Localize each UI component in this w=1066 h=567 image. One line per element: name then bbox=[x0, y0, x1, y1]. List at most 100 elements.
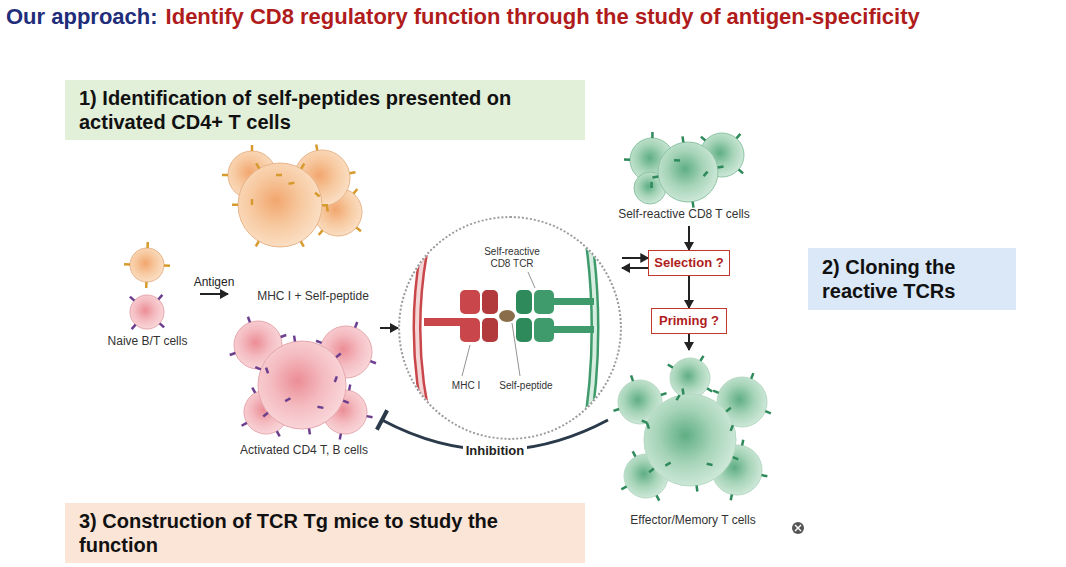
receptor bbox=[656, 495, 659, 500]
receptor bbox=[731, 425, 733, 431]
receptor bbox=[624, 158, 630, 161]
receptor bbox=[651, 132, 654, 138]
receptor bbox=[707, 464, 713, 465]
receptor bbox=[124, 263, 130, 266]
caption: Effector/Memory T cells bbox=[618, 514, 768, 528]
receptor bbox=[633, 451, 636, 456]
receptor bbox=[665, 463, 670, 466]
effector-cell bbox=[644, 394, 736, 486]
receptor bbox=[736, 134, 740, 139]
receptor bbox=[164, 264, 170, 267]
cell-group: Effector/Memory T cells bbox=[608, 350, 778, 532]
tcr-stalk bbox=[554, 326, 594, 333]
receptor bbox=[370, 361, 376, 363]
receptor bbox=[621, 486, 626, 489]
activated-b-cell bbox=[238, 163, 322, 247]
receptor bbox=[707, 388, 712, 391]
cell-group: Self-reactive CD8 T cells bbox=[608, 130, 760, 226]
receptor bbox=[761, 475, 767, 476]
cell-group: MHC I + Self-peptideActivated CD4 T, B c… bbox=[228, 140, 380, 462]
receptor bbox=[355, 322, 357, 328]
peptide bbox=[499, 310, 515, 322]
caption: MHC I + Self-peptide bbox=[246, 290, 380, 304]
synapse-circle: Self-reactive CD8 TCRMHC ISelf-peptide bbox=[398, 216, 622, 440]
step-box: 2) Cloning the reactive TCRs bbox=[808, 248, 1016, 310]
receptor bbox=[649, 468, 654, 472]
tcr-stalk bbox=[554, 298, 594, 305]
close-icon bbox=[792, 522, 804, 534]
receptor bbox=[132, 325, 136, 329]
receptor bbox=[222, 174, 228, 177]
cell-group bbox=[130, 133, 767, 498]
box-text: 2) Cloning the reactive TCRs bbox=[822, 255, 1002, 303]
receptor bbox=[647, 423, 649, 429]
arrow bbox=[688, 226, 690, 250]
caption: MHC I bbox=[444, 380, 488, 392]
receptor bbox=[315, 193, 320, 197]
receptor bbox=[695, 486, 698, 492]
receptor bbox=[676, 395, 679, 400]
mhc-domain bbox=[482, 318, 498, 342]
receptor bbox=[301, 241, 304, 246]
mhc-molecule bbox=[424, 290, 498, 342]
receptor bbox=[281, 335, 287, 337]
receptor bbox=[145, 282, 148, 288]
receptor bbox=[301, 164, 304, 169]
caption: Self-reactive CD8 T cells bbox=[608, 208, 760, 222]
receptor bbox=[701, 137, 706, 141]
box-text: Priming ? bbox=[659, 313, 719, 329]
activated-t-cell bbox=[258, 341, 346, 429]
receptor bbox=[322, 204, 328, 207]
title: Our approach: bbox=[6, 4, 158, 30]
receptor bbox=[130, 297, 134, 301]
receptor bbox=[742, 440, 743, 446]
receptor bbox=[285, 398, 290, 401]
receptor bbox=[251, 199, 254, 205]
receptor bbox=[335, 376, 337, 382]
receptor bbox=[713, 391, 719, 393]
naive-t-cell bbox=[130, 295, 164, 329]
receptor bbox=[681, 136, 684, 142]
receptor bbox=[319, 230, 323, 235]
apc-membrane bbox=[417, 215, 432, 441]
arrow bbox=[200, 293, 228, 295]
receptor bbox=[674, 159, 680, 162]
caption: Self-reactive CD8 TCR bbox=[477, 246, 547, 269]
caption: Naive B/T cells bbox=[95, 335, 200, 349]
receptor bbox=[251, 145, 254, 151]
cell-group: Naive B/T cells bbox=[95, 235, 200, 353]
receptor-group bbox=[124, 132, 771, 501]
receptor bbox=[356, 227, 361, 231]
receptor bbox=[340, 434, 341, 440]
leader-line bbox=[528, 272, 535, 288]
receptor bbox=[230, 353, 236, 355]
receptor bbox=[277, 431, 280, 436]
receptor bbox=[613, 409, 619, 411]
receptor bbox=[681, 389, 684, 395]
arrow bbox=[688, 334, 690, 350]
receptor bbox=[343, 401, 349, 403]
caption: Activated CD4 T, B cells bbox=[228, 444, 380, 458]
mhc-domain bbox=[482, 290, 498, 314]
arrow bbox=[622, 267, 648, 269]
receptor bbox=[293, 336, 296, 342]
question-box: Selection ? bbox=[648, 250, 729, 276]
arrow bbox=[622, 257, 648, 259]
tcr-domain bbox=[516, 290, 532, 314]
receptor bbox=[252, 388, 255, 393]
edge-label: Antigen bbox=[191, 275, 238, 289]
receptor bbox=[652, 175, 658, 178]
receptor bbox=[704, 172, 708, 177]
mhc-stalk bbox=[424, 318, 464, 326]
mhc-domain bbox=[460, 290, 480, 314]
receptor bbox=[248, 317, 250, 323]
arrow bbox=[688, 276, 690, 308]
receptor bbox=[733, 457, 739, 459]
step-box: 3) Construction of TCR Tg mice to study … bbox=[65, 503, 585, 563]
receptor bbox=[739, 169, 744, 173]
receptor bbox=[700, 356, 703, 361]
receptor bbox=[731, 494, 732, 500]
receptor bbox=[751, 373, 753, 379]
receptor bbox=[726, 408, 731, 412]
receptor bbox=[263, 413, 268, 417]
